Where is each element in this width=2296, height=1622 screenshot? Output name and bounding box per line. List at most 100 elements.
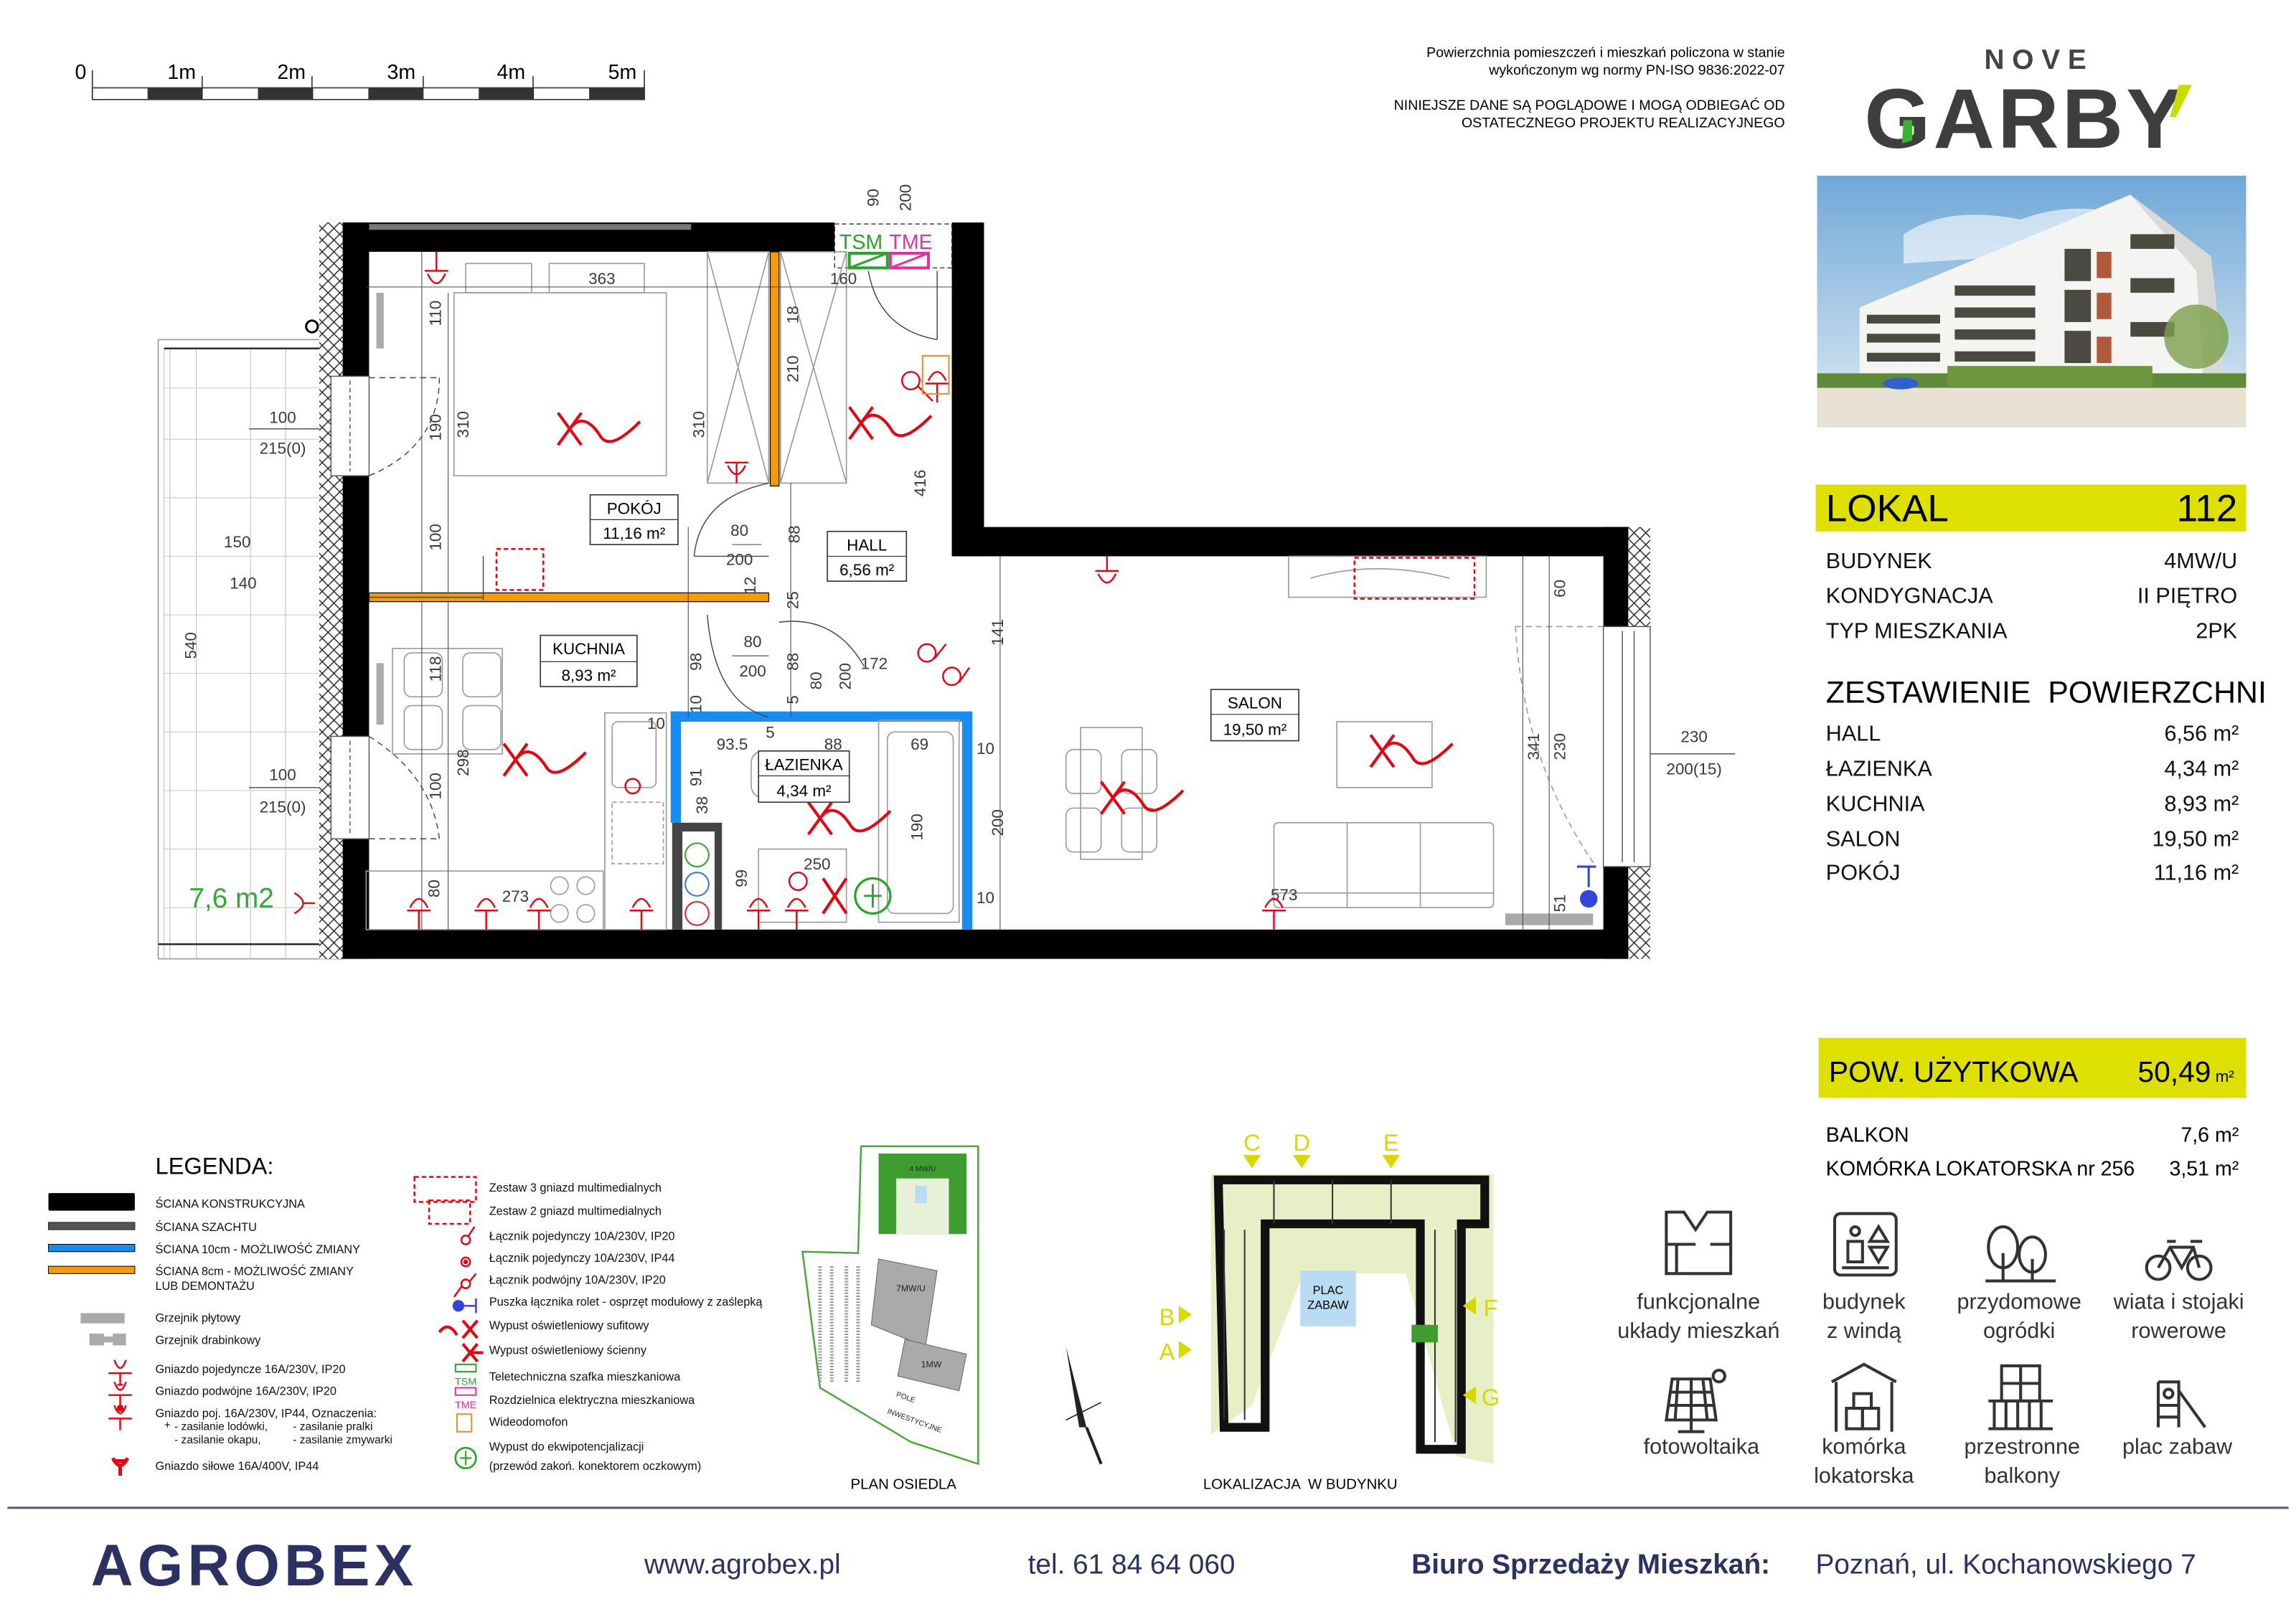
- extra-label: BALKON: [1826, 1124, 1909, 1147]
- site-plan-title: PLAN OSIEDLA: [851, 1476, 957, 1492]
- entrance-label: D: [1293, 1129, 1310, 1156]
- media-set-3-icon: [413, 1176, 477, 1203]
- dimension-label: 310: [454, 411, 472, 438]
- wall-light-legend-icon: [461, 1342, 484, 1363]
- location-title: LOKALIZACJA W BUDYNKU: [1203, 1476, 1398, 1492]
- dimension-label: 10: [977, 740, 994, 758]
- dimension-label: 172: [861, 655, 888, 673]
- website-link[interactable]: www.agrobex.pl: [644, 1550, 841, 1580]
- phone-number[interactable]: tel. 61 84 64 060: [1028, 1550, 1236, 1580]
- disclaimer-line: NINIEJSZE DANE SĄ POGLĄDOWE I MOGĄ ODBIE…: [1394, 97, 1785, 113]
- entrance-label: F: [1484, 1295, 1498, 1321]
- lintel: [369, 224, 692, 230]
- room-area: 6,56 m²: [839, 561, 895, 579]
- wall-structural-swatch: [48, 1193, 135, 1211]
- unit-number: 112: [2177, 487, 2238, 529]
- room-area-value: 11,16 m²: [2154, 860, 2239, 885]
- dimension-label: 12: [741, 577, 759, 595]
- media-set-2-icon: [428, 1199, 471, 1225]
- dimension-label: 250: [804, 855, 830, 873]
- room-name: POKÓJ: [607, 499, 662, 517]
- detail-value: 4MW/U: [2164, 549, 2237, 573]
- wall-10cm-swatch: [47, 1244, 136, 1253]
- dimension-label: 273: [502, 887, 529, 905]
- tsm-tme-cabinets: TSM TME: [834, 223, 953, 270]
- socket-double-icon: [108, 1381, 132, 1408]
- unit-location-highlight: [1411, 1324, 1439, 1343]
- dimension-label: 88: [785, 525, 803, 543]
- radiator: [376, 293, 1594, 925]
- detail-value: 2PK: [2196, 619, 2237, 643]
- legend-item: - zasilanie okapu,: [174, 1434, 261, 1446]
- switch-ip44-icon: [460, 1256, 471, 1268]
- legend-item: Łącznik pojedynczy 10A/230V, IP20: [489, 1230, 675, 1243]
- equipotential-legend-icon: [454, 1446, 477, 1470]
- detail-label: TYP MIESZKANIA: [1826, 619, 2008, 643]
- legend-item: Rozdzielnica elektryczna mieszkaniowa: [489, 1394, 695, 1407]
- socket-icons: [293, 251, 1476, 930]
- legend-item: ŚCIANA 10cm - MOŻLIWOŚĆ ZMIANY: [155, 1243, 360, 1256]
- feature-label: wiata i stojaki: [2113, 1289, 2244, 1314]
- dimension-lines: [366, 251, 1550, 930]
- scale-label: 4m: [497, 61, 526, 84]
- dimension-label: 230: [1551, 733, 1569, 760]
- usable-area-value: 50,49: [2137, 1055, 2211, 1088]
- usable-area-unit: m²: [2216, 1067, 2235, 1085]
- dimension-label: 215(0): [260, 440, 306, 458]
- room-label-salon: SALON 19,50 m²: [1210, 689, 1299, 742]
- building-photo: [1817, 175, 2246, 428]
- power-socket-icon: [111, 1457, 129, 1476]
- extra-label: KOMÓRKA LOKATORSKA nr 256: [1826, 1158, 2135, 1181]
- scale-label: 1m: [167, 61, 196, 84]
- feature-label: fotowoltaika: [1644, 1434, 1761, 1458]
- room-area-label: SALON: [1826, 826, 1901, 851]
- entrance-markers: C D E B A F G: [1159, 1129, 1500, 1410]
- dimension-label: 210: [784, 356, 801, 382]
- dimension-label: 5: [784, 695, 801, 704]
- scale-label: 3m: [387, 61, 415, 84]
- room-area: 11,16 m²: [603, 524, 665, 542]
- dimension-label: 80: [744, 633, 762, 651]
- entrance-label: G: [1482, 1384, 1500, 1410]
- switch-single-icon: [460, 1226, 476, 1245]
- panel-radiator-icon: [80, 1313, 125, 1324]
- feature-label: plac zabaw: [2122, 1434, 2233, 1458]
- legend-item: ŚCIANA KONSTRUKCYJNA: [155, 1197, 305, 1211]
- entrance-label: C: [1243, 1129, 1261, 1156]
- dimension-label: 90: [865, 189, 883, 207]
- logo-accent-green: [1901, 120, 1913, 143]
- dimension-label: 200: [837, 663, 855, 689]
- usable-area-label: POW. UŻYTKOWA: [1829, 1055, 2079, 1088]
- detail-label: KONDYGNACJA: [1826, 584, 1993, 608]
- partition-walls-10cm: [670, 711, 973, 930]
- balcony-area: 7,6 m2: [189, 883, 274, 914]
- building-label: 7MW/U: [896, 1283, 926, 1293]
- legend-item: Gniazdo podwójne 16A/230V, IP20: [155, 1385, 336, 1398]
- wall-8cm-swatch: [47, 1265, 136, 1274]
- building-location-map: PLAC ZABAW C D E B A F G LOKALIZACJA W B…: [1159, 1129, 1500, 1492]
- dimension-label: 200: [989, 809, 1007, 836]
- dimension-label: 200: [896, 184, 914, 211]
- dimension-label: 10: [977, 889, 994, 907]
- switch-icons: [624, 371, 971, 891]
- legend-item: - zasilanie lodówki,: [174, 1421, 268, 1433]
- dimension-label: 416: [911, 470, 929, 496]
- feature-label: przydomowe: [1957, 1289, 2081, 1314]
- balcony: 100 215(0) 150 140 540 100 215(0) 7,6 m2: [157, 319, 344, 960]
- wall-shaft-swatch: [47, 1222, 136, 1230]
- legend-item: Wypust oświetleniowy ścienny: [489, 1344, 647, 1357]
- legend-item: Łącznik podwójny 10A/230V, IP20: [489, 1274, 666, 1287]
- disclaimer-line: OSTATECZNEGO PROJEKTU REALIZACYJNEGO: [1462, 115, 1785, 131]
- feature-label: z windą: [1827, 1319, 1902, 1343]
- legend-item: ŚCIANA 8cm - MOŻLIWOŚĆ ZMIANY: [155, 1264, 354, 1278]
- tsm-label: TSM: [839, 231, 883, 254]
- solar-panel-icon: [1665, 1368, 1727, 1433]
- dimension-label: 200(15): [1666, 760, 1721, 778]
- legend-item: - zasilanie zmywarki: [293, 1434, 392, 1446]
- dimension-label: 88: [824, 735, 842, 753]
- dimension-label: 80: [730, 522, 748, 539]
- legend-item: Wypust oświetleniowy sufitowy: [489, 1319, 650, 1332]
- dimension-label: 69: [911, 735, 928, 753]
- legend-item: Zestaw 2 gniazd multimedialnych: [489, 1205, 662, 1218]
- logo-nove: N O V E: [1985, 44, 2086, 75]
